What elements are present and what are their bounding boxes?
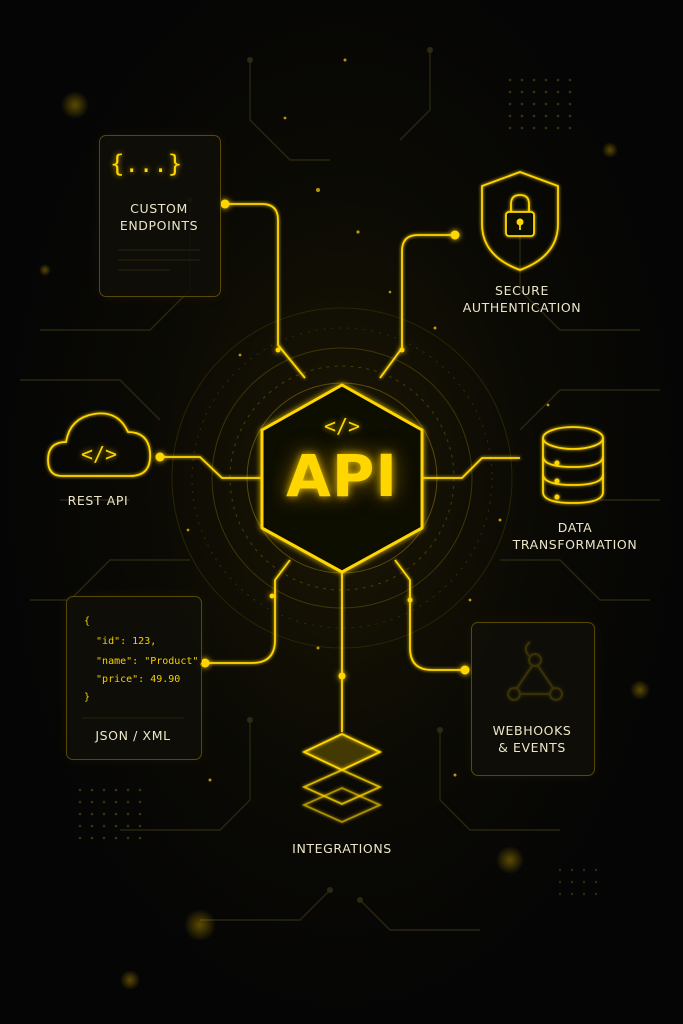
connector-json-xml (205, 559, 291, 664)
secure-authentication-label: SECURE AUTHENTICATION (462, 283, 582, 315)
json-code-line: "name": "Product", (84, 656, 205, 667)
sparkle-dots (186, 58, 550, 782)
data-transformation-label: DATA TRANSFORMATION (512, 520, 638, 552)
dot-grid-bottom-right (558, 868, 598, 896)
cloud-code-icon (47, 412, 152, 477)
webhooks-card[interactable] (471, 622, 595, 776)
bokeh-lights (39, 91, 650, 990)
connector-secure-auth (379, 234, 455, 379)
cloud-code-glyph: </> (80, 442, 118, 466)
braces-icon: {...} (110, 150, 183, 178)
connector-custom-endpoints (225, 203, 306, 379)
rest-api-label: REST API (67, 493, 129, 508)
json-xml-label: JSON / XML (95, 728, 171, 743)
dot-grid-top-right (508, 78, 572, 130)
json-code-line: } (84, 692, 91, 703)
connector-dots (155, 199, 470, 680)
layers-icon (301, 733, 383, 823)
api-hexagon (260, 383, 424, 574)
faint-traces (20, 50, 660, 931)
webhooks-events-label: WEBHOOKS & EVENTS (492, 723, 572, 755)
api-hub-label: API (286, 442, 398, 510)
json-code-line: "price": 49.90 (84, 674, 181, 685)
api-code-icon: </> (323, 414, 361, 438)
api-hub (260, 383, 424, 574)
database-icon (542, 426, 604, 504)
connector-webhooks (394, 559, 465, 671)
json-code-line: "id": 123, (84, 636, 157, 647)
custom-endpoints-card[interactable] (99, 135, 221, 297)
connectors (160, 203, 520, 732)
integrations-label: INTEGRATIONS (292, 841, 392, 856)
dot-grid-bottom-left (78, 788, 142, 840)
connector-rest-api (160, 456, 262, 479)
json-code-line: { (84, 616, 91, 627)
connector-data-transformation (422, 457, 520, 479)
json-xml-card[interactable] (66, 596, 202, 760)
custom-endpoints-label: CUSTOM ENDPOINTS (119, 201, 199, 233)
shield-lock-icon (481, 171, 559, 271)
